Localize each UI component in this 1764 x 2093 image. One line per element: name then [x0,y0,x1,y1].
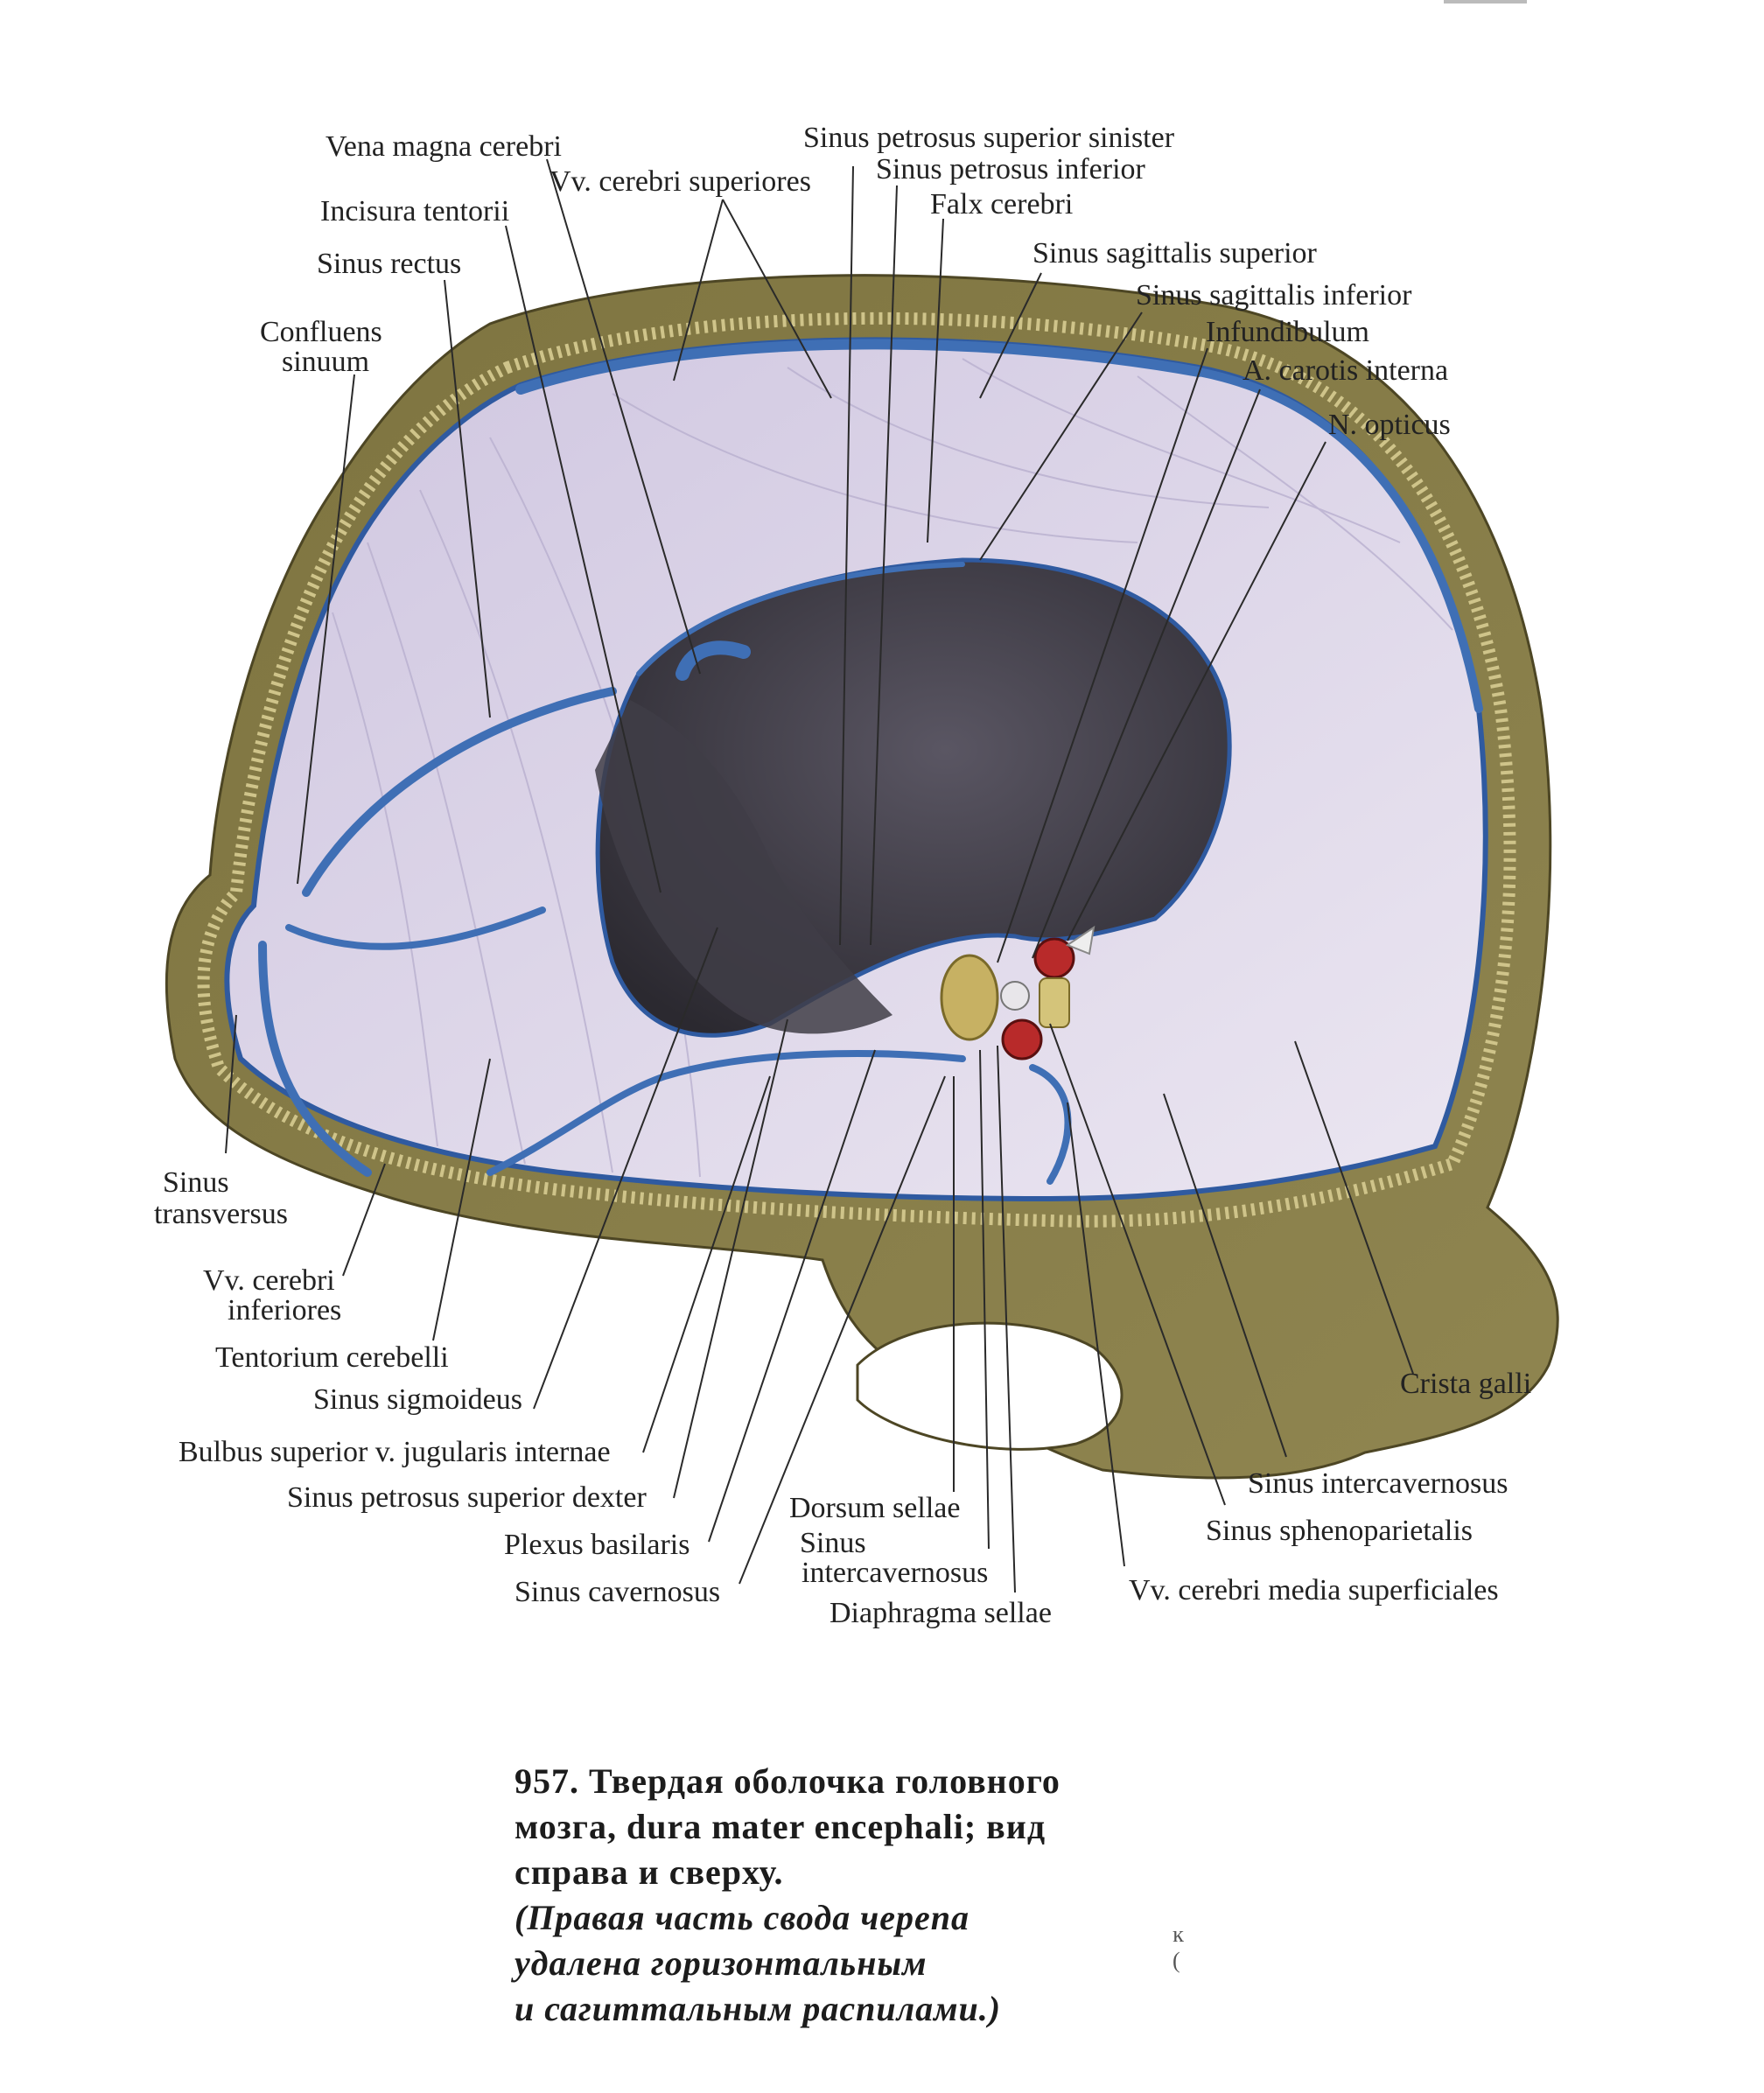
label-sinus-sigmoideus: Sinus sigmoideus [313,1383,522,1416]
sella-region [940,925,1096,1060]
corner-mark-line-2: ( [1172,1948,1180,1973]
caption-line-5: удалена горизонтальным [514,1943,928,1983]
label-sinus-transversus-line2: transversus [154,1198,288,1230]
label-vv-cerebri-superiores: Vv. cerebri superiores [550,165,811,198]
label-sinus-sagittalis-inferior: Sinus sagittalis inferior [1136,279,1412,312]
caption-line-3: справа и сверху. [514,1852,784,1892]
label-sinus-petrosus-inferior: Sinus petrosus inferior [876,153,1145,186]
leader-lines [225,158,1414,1593]
label-incisura-tentorii: Incisura tentorii [320,195,510,228]
label-vena-magna-cerebri: Vena magna cerebri [326,130,562,163]
label-n-opticus: N. opticus [1328,409,1451,441]
label-confluens-line2: sinuum [282,346,370,378]
label-tentorium-cerebelli: Tentorium cerebelli [215,1341,449,1374]
label-confluens-line1: Confluens [260,316,382,348]
label-plexus-basilaris: Plexus basilaris [504,1529,690,1561]
label-sinus-cavernosus: Sinus cavernosus [514,1576,721,1608]
caption-line-1: 957. Твердая оболочка головного [514,1761,1060,1801]
label-dorsum-sellae: Dorsum sellae [789,1492,961,1524]
label-sinus-intercavernosus-mid-line2: intercavernosus [802,1557,989,1589]
label-vv-cerebri-media-superficiales: Vv. cerebri media superficiales [1129,1574,1499,1606]
sinus-network [258,339,1483,1185]
label-infundibulum: Infundibulum [1206,316,1369,348]
label-sinus-rectus: Sinus rectus [317,248,462,280]
label-vv-cerebri-inferiores-line2: inferiores [228,1294,342,1326]
label-diaphragma-sellae: Diaphragma sellae [830,1597,1052,1629]
lower-cavity [595,700,892,1034]
label-crista-galli: Crista galli [1400,1368,1532,1400]
label-a-carotis-interna: A. carotis interna [1242,354,1449,387]
label-sinus-transversus-line1: Sinus [163,1166,229,1199]
figure-caption: 957. Твердая оболочка головного мозга, d… [514,1759,1180,2032]
page-corner-mark: ĸ ( [1172,1922,1184,1974]
label-vv-cerebri-inferiores-line1: Vv. cerebri [203,1264,335,1297]
label-bulbus-superior: Bulbus superior v. jugularis internae [178,1436,611,1468]
label-sinus-sagittalis-superior: Sinus sagittalis superior [1032,237,1317,270]
corner-mark-line-1: ĸ [1172,1922,1184,1947]
label-sinus-petrosus-superior-dexter: Sinus petrosus superior dexter [287,1481,647,1514]
label-sinus-intercavernosus-right: Sinus intercavernosus [1248,1467,1508,1500]
label-falx-cerebri: Falx cerebri [930,188,1074,220]
top-edge-mark [1444,0,1527,4]
caption-line-6: и сагиттальным распилами.) [514,1989,1002,2028]
caption-line-4: (Правая часть свода черепа [514,1898,970,1937]
label-sinus-petrosus-superior-sinister: Sinus petrosus superior sinister [803,122,1175,154]
label-sinus-sphenoparietalis: Sinus sphenoparietalis [1206,1515,1474,1547]
caption-line-2: мозга, dura mater encephali; вид [514,1807,1046,1846]
label-sinus-intercavernosus-mid-line1: Sinus [800,1527,866,1559]
